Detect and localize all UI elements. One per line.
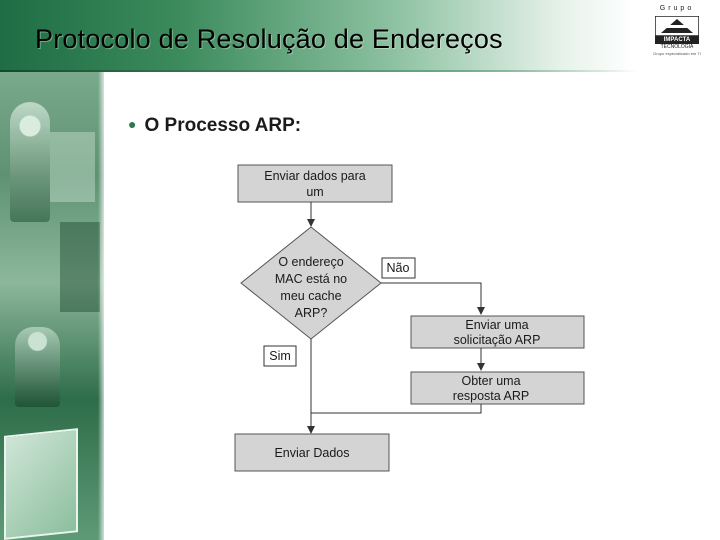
yes-label-box bbox=[263, 345, 297, 367]
decision-line2: MAC está no bbox=[275, 272, 347, 286]
no-label-box bbox=[381, 257, 416, 279]
slide-header bbox=[0, 0, 720, 72]
bullet-text: O Processo ARP: bbox=[144, 115, 302, 136]
company-logo: Grupo IMPACTA TECNOLOGIA Grupo especiali… bbox=[651, 4, 703, 68]
decision-line1: O endereço bbox=[278, 255, 343, 269]
sidebar-photo-strip bbox=[0, 72, 104, 540]
end-box-label: Enviar Dados bbox=[274, 446, 349, 460]
request-box-line2: solicitação ARP bbox=[454, 333, 541, 347]
response-box-line1: Obter uma bbox=[461, 374, 520, 388]
person-photo bbox=[10, 102, 50, 222]
sidebar-fade bbox=[98, 72, 104, 540]
end-box bbox=[234, 433, 390, 472]
logo-subtitle: TECNOLOGIA bbox=[660, 44, 694, 50]
shadow-shape bbox=[60, 222, 100, 312]
bullet-item: ● O Processo ARP: bbox=[128, 115, 301, 137]
logo-tagline: Grupo especializado em TI bbox=[653, 51, 701, 56]
logo-group-text: Grupo bbox=[659, 5, 695, 12]
response-box-line2: resposta ARP bbox=[453, 389, 529, 403]
start-box bbox=[237, 164, 393, 203]
person-photo bbox=[15, 327, 60, 407]
impacta-logo-icon bbox=[655, 16, 699, 36]
request-box bbox=[410, 315, 585, 349]
start-box-line1: Enviar dados para bbox=[264, 169, 366, 183]
arrow-no-branch bbox=[381, 282, 485, 315]
office-photo bbox=[50, 132, 95, 202]
line-response-to-merge bbox=[311, 404, 482, 414]
header-divider bbox=[0, 70, 640, 72]
no-label: Não bbox=[387, 261, 410, 275]
logo-name: IMPACTA bbox=[655, 36, 699, 44]
yes-label: Sim bbox=[269, 349, 291, 363]
decision-line3: meu cache bbox=[280, 289, 341, 303]
request-box-line1: Enviar uma bbox=[465, 318, 528, 332]
bullet-dot-icon: ● bbox=[128, 116, 137, 132]
decision-line4: ARP? bbox=[295, 306, 328, 320]
start-box-line2: um bbox=[306, 185, 323, 199]
response-box bbox=[410, 371, 585, 405]
slide-title: Protocolo de Resolução de Endereços bbox=[35, 24, 503, 54]
